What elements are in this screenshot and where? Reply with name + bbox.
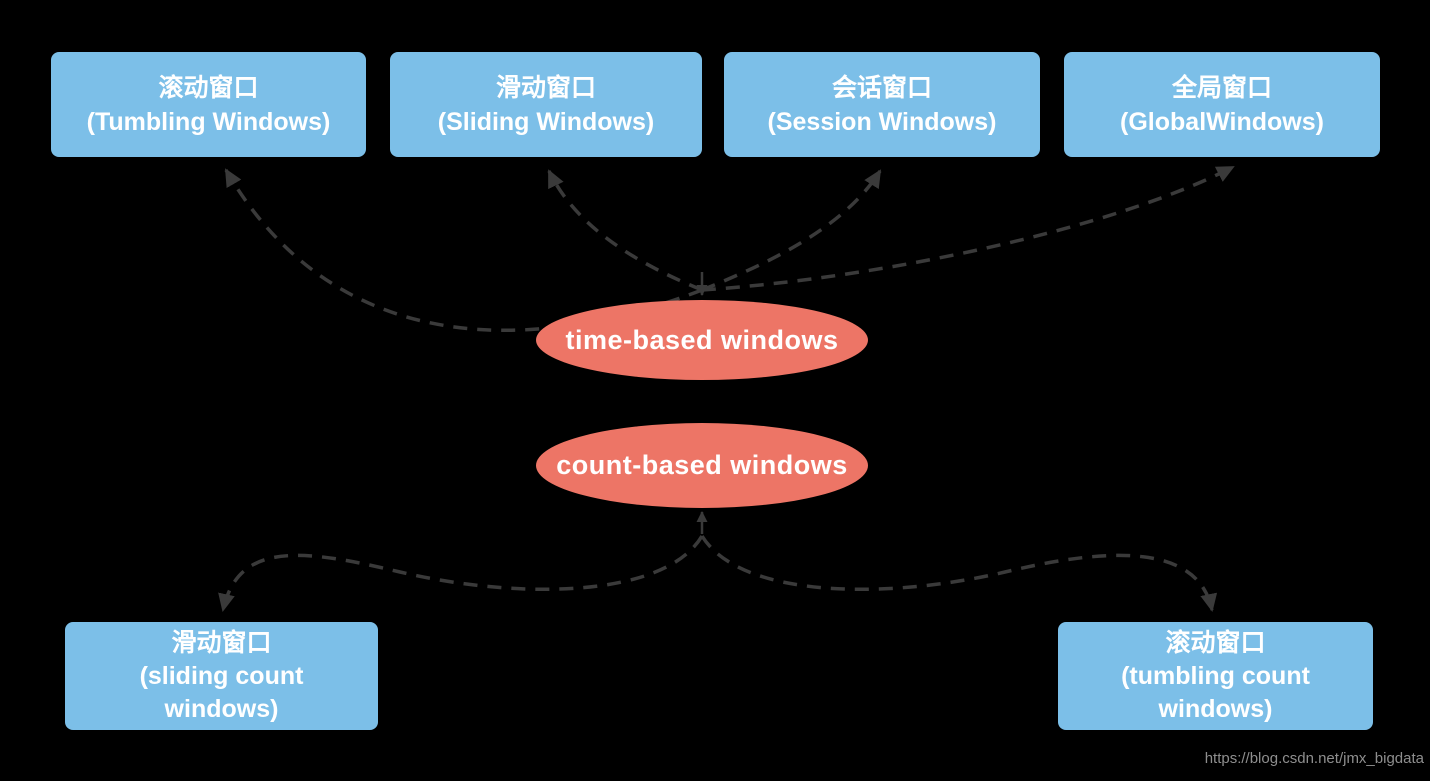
node-sliding-count-windows: 滑动窗口 (sliding count windows) — [65, 622, 378, 730]
edge-timebased-to-global — [701, 165, 1235, 292]
node-label-en: (GlobalWindows) — [1120, 107, 1324, 136]
node-label-zh: 全局窗口 — [1171, 73, 1272, 102]
ellipse-label: time-based windows — [565, 324, 839, 355]
node-session-windows: 会话窗口 (Session Windows) — [724, 52, 1040, 157]
ellipse-label: count-based windows — [556, 450, 848, 480]
node-tumbling-count-windows: 滚动窗口 (tumbling count windows) — [1058, 622, 1373, 730]
node-label-zh: 滑动窗口 — [495, 73, 596, 102]
node-label-en: (sliding count windows) — [139, 661, 304, 723]
node-label-zh: 滚动窗口 — [1165, 628, 1266, 657]
node-tumbling-windows: 滚动窗口 (Tumbling Windows) — [51, 52, 366, 157]
node-label-zh: 会话窗口 — [831, 73, 932, 102]
edge-timebased-to-sliding — [547, 169, 703, 292]
node-label-zh: 滚动窗口 — [158, 73, 259, 102]
edge-countbased-to-slidingcount — [218, 535, 704, 612]
node-label-en: (tumbling count windows) — [1121, 661, 1310, 723]
node-count-based-windows: count-based windows — [536, 423, 868, 508]
node-time-based-windows: time-based windows — [536, 300, 868, 380]
edge-timebased-to-session — [701, 169, 882, 292]
node-label-en: (Session Windows) — [767, 107, 997, 136]
node-label-zh: 滑动窗口 — [171, 628, 272, 657]
edge-countbased-to-tumblingcount — [700, 535, 1218, 612]
node-sliding-windows: 滑动窗口 (Sliding Windows) — [390, 52, 702, 157]
watermark-url: https://blog.csdn.net/jmx_bigdata — [1204, 750, 1424, 767]
node-global-windows: 全局窗口 (GlobalWindows) — [1064, 52, 1380, 157]
node-label-en: (Tumbling Windows) — [86, 107, 331, 136]
node-label-en: (Sliding Windows) — [437, 107, 655, 136]
